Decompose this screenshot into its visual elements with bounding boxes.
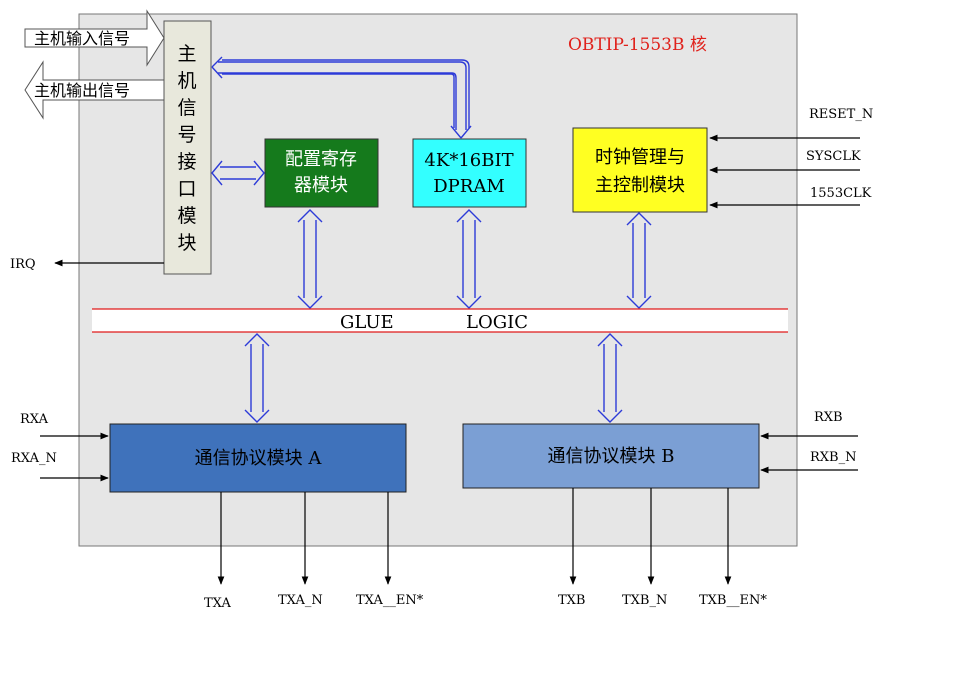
rxa-n-label: RXA_N	[11, 451, 57, 466]
host-interface-label: 主 机 信 号 接 口 模 块	[177, 43, 196, 254]
protocol-module-a	[109, 423, 407, 493]
clk1553-label: 1553CLK	[810, 186, 872, 201]
glue-label: GLUE	[340, 312, 394, 333]
reset-n-label-box	[803, 102, 887, 124]
config-register-module	[264, 138, 379, 208]
host-interface-char: 号	[177, 124, 196, 146]
host-interface-char: 主	[177, 43, 196, 65]
dpram-label: DPRAM	[433, 176, 505, 197]
dpram-glue-bus	[456, 209, 482, 309]
logic-label: LOGIC	[466, 312, 528, 333]
protocol-module-a-label: 通信协议模块 A	[195, 448, 323, 469]
txa-n-label: TXA_N	[278, 593, 323, 608]
config-glue-bus	[297, 209, 323, 309]
core-title: OBTIP-1553B 核	[568, 35, 707, 55]
clock-glue-bus	[626, 212, 652, 309]
config-register-label: 配置寄存	[285, 149, 357, 170]
config-register-label: 器模块	[294, 175, 348, 196]
rxb-label: RXB	[814, 410, 843, 425]
host-interface-char: 机	[177, 70, 196, 92]
clock-management-label: 时钟管理与	[595, 147, 685, 168]
host-interface-module	[163, 20, 212, 275]
clock-management-label: 主控制模块	[595, 175, 685, 196]
host-interface-char: 块	[177, 232, 196, 254]
protocol-module-b	[462, 423, 760, 489]
rxa-label: RXA	[20, 412, 49, 427]
host-interface-char: 信	[177, 97, 196, 119]
host-dpram-bus-body	[222, 59, 470, 128]
reset-n-label: RESET_N	[809, 107, 873, 122]
glue-logic-band	[92, 309, 788, 332]
host-interface-char: 模	[177, 205, 196, 227]
host-dpram-bus	[211, 56, 472, 139]
host-output-label: 主机输出信号	[34, 81, 130, 100]
clock-management-module	[572, 127, 708, 213]
host-interface-char: 口	[177, 178, 196, 200]
rxb-n-label: RXB_N	[810, 450, 856, 465]
dpram-label: 4K*16BIT	[424, 150, 513, 171]
irq-label: IRQ	[10, 257, 36, 272]
host-input-label: 主机输入信号	[34, 29, 130, 48]
dpram-module	[412, 138, 527, 208]
txb-n-label: TXB_N	[622, 593, 667, 608]
glue-protocol-b-bus	[597, 333, 623, 423]
host-input-arrow	[24, 9, 165, 67]
host-interface-char: 接	[177, 151, 196, 173]
protocol-module-b-label: 通信协议模块 B	[548, 446, 675, 467]
txb-label: TXB	[558, 593, 585, 608]
txa-en-label: TXA__EN*	[356, 593, 424, 608]
host-config-bus	[211, 160, 265, 186]
clk1553-label-box	[806, 182, 882, 202]
txb-en-label: TXB__EN*	[699, 593, 767, 608]
txa-label: TXA	[204, 596, 231, 611]
glue-protocol-a-bus	[244, 333, 270, 423]
host-output-arrow	[24, 60, 165, 120]
sysclk-label: SYSCLK	[806, 149, 861, 164]
